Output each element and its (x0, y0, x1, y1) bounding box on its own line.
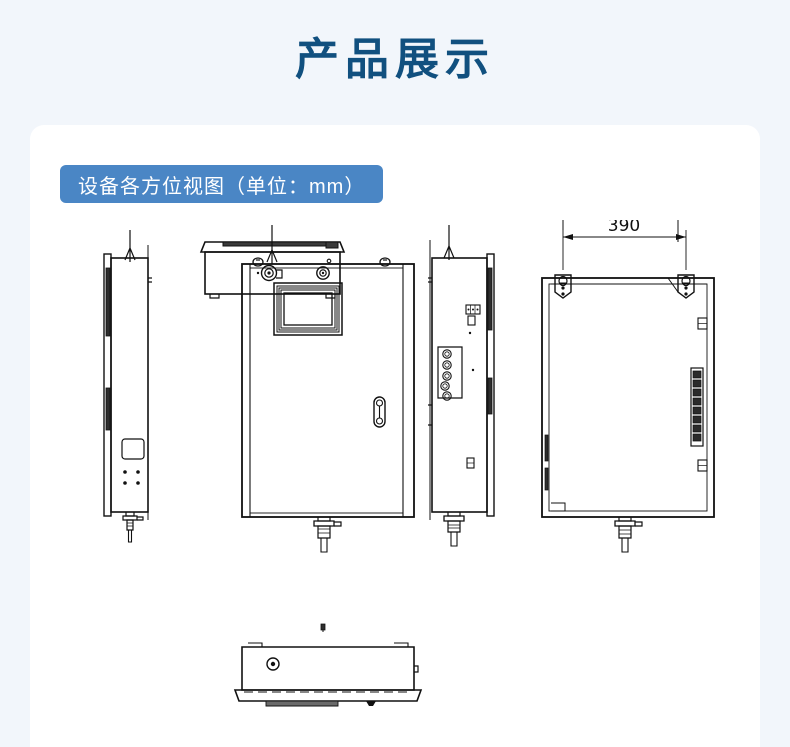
section-badge-label: 设备各方位视图（单位：mm） (78, 175, 366, 198)
view-left-side (103, 230, 152, 543)
page-header: 产品展示 (0, 0, 790, 125)
view-front (241, 225, 415, 553)
section-badge: 设备各方位视图（单位：mm） (60, 165, 384, 203)
dimension-label-390: 390 (608, 220, 640, 236)
view-right-side (428, 225, 495, 547)
terminal-block-top (465, 304, 481, 326)
page-title: 产品展示 (295, 34, 495, 84)
mount-eyelet-left (252, 257, 264, 267)
content-card: 设备各方位视图（单位：mm） (30, 125, 760, 747)
door-handle (373, 396, 386, 428)
view-rear (541, 220, 715, 553)
drain-valve-front (313, 517, 342, 553)
device-orthographic-drawing: 390 (103, 220, 715, 707)
view-top (199, 241, 346, 299)
view-bottom (233, 623, 423, 707)
technical-drawing-area: 390 (30, 220, 760, 747)
mount-bracket-right (677, 274, 695, 299)
mount-bracket-left (554, 274, 572, 299)
drain-valve-rear (614, 517, 643, 553)
hmi-display-panel (273, 282, 343, 336)
connector-strip-rear (690, 367, 704, 447)
connector-cluster (437, 346, 463, 401)
mount-eyelet-right (379, 257, 391, 267)
